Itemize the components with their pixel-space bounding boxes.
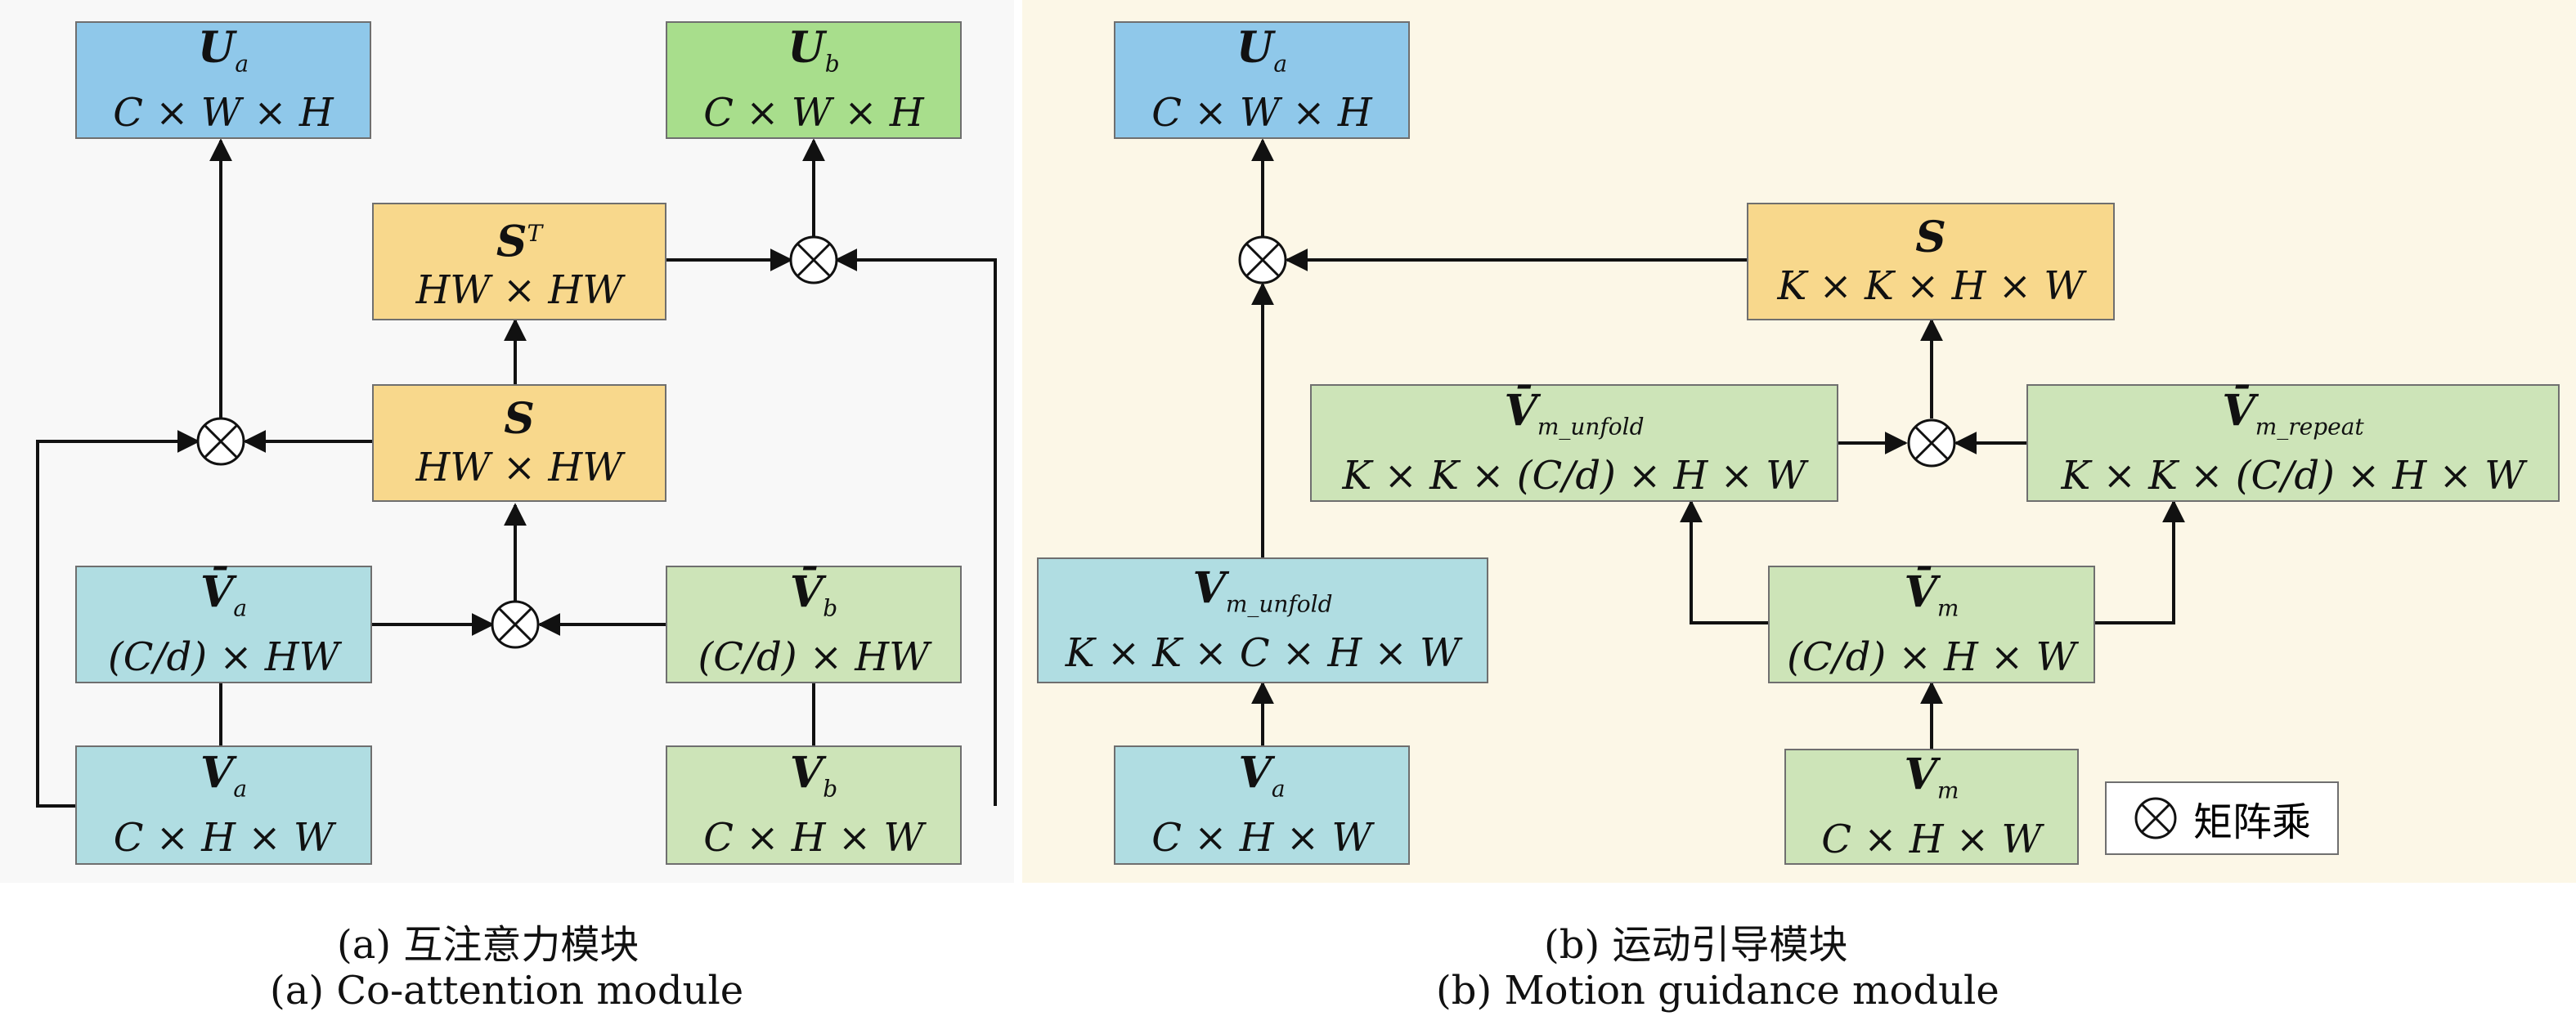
box-st-a: ST HW × HW xyxy=(372,203,666,320)
box-va-a: Va C × H × W xyxy=(75,745,372,865)
box-vbar-b: V̄b (C/d) × HW xyxy=(666,566,962,683)
multiply-nodes xyxy=(196,235,1956,649)
box-vm-b: Vm C × H × W xyxy=(1784,749,2079,865)
multiply-icon xyxy=(491,600,540,649)
box-ua-a: Ua C × W × H xyxy=(75,21,371,139)
box-vb-a: Vb C × H × W xyxy=(666,745,962,865)
caption-a-en: (a) Co-attention module xyxy=(270,968,744,1014)
box-vbar-m: V̄m (C/d) × H × W xyxy=(1768,566,2095,683)
caption-b-en: (b) Motion guidance module xyxy=(1436,968,1999,1014)
matrix-multiply-icon xyxy=(2134,797,2177,839)
box-vm-unfold: Vm_unfold K × K × C × H × W xyxy=(1037,557,1488,683)
caption-b-cn: (b) 运动引导模块 xyxy=(1544,922,1848,968)
multiply-icon xyxy=(196,417,245,466)
multiply-icon xyxy=(1907,419,1956,468)
box-vbar-unfold: V̄m_unfold K × K × (C/d) × H × W xyxy=(1310,384,1838,502)
box-vbar-a: V̄a (C/d) × HW xyxy=(75,566,372,683)
box-ub-a: Ub C × W × H xyxy=(666,21,962,139)
box-ua-b: Ua C × W × H xyxy=(1114,21,1410,139)
multiply-icon xyxy=(789,235,838,284)
caption-a-cn: (a) 互注意力模块 xyxy=(337,922,640,968)
box-s-a: S HW × HW xyxy=(372,384,666,502)
multiply-icon xyxy=(1238,235,1287,284)
box-vbar-repeat: V̄m_repeat K × K × (C/d) × H × W xyxy=(2026,384,2560,502)
legend-label: 矩阵乘 xyxy=(2192,799,2311,845)
box-va-b: Va C × H × W xyxy=(1114,745,1410,865)
legend: 矩阵乘 xyxy=(2105,781,2339,855)
box-s-b: S K × K × H × W xyxy=(1747,203,2115,320)
